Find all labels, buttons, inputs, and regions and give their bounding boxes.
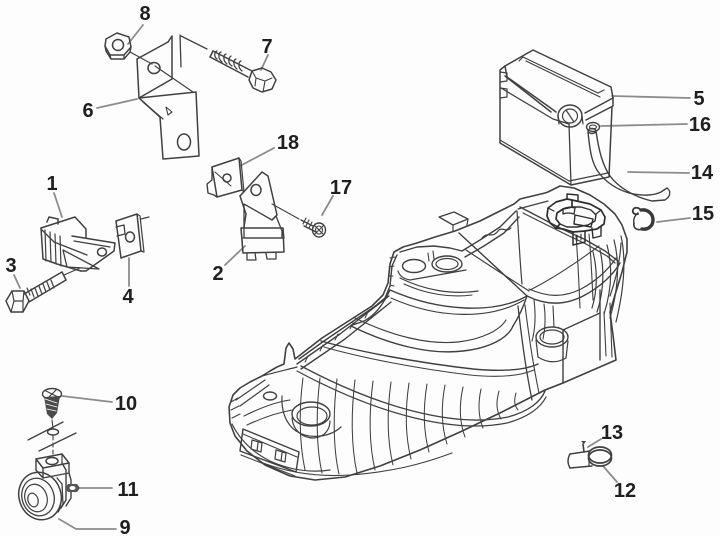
svg-text:5: 5 bbox=[693, 88, 704, 110]
svg-text:7: 7 bbox=[261, 36, 272, 58]
svg-text:13: 13 bbox=[601, 422, 623, 444]
svg-text:14: 14 bbox=[691, 162, 714, 184]
svg-text:15: 15 bbox=[692, 203, 714, 225]
svg-text:12: 12 bbox=[614, 480, 636, 502]
svg-text:10: 10 bbox=[115, 393, 137, 415]
svg-text:6: 6 bbox=[82, 100, 93, 122]
svg-text:18: 18 bbox=[277, 132, 299, 154]
svg-text:16: 16 bbox=[689, 114, 711, 136]
svg-text:4: 4 bbox=[122, 286, 134, 308]
svg-text:11: 11 bbox=[117, 479, 138, 501]
svg-text:17: 17 bbox=[330, 177, 352, 199]
svg-text:3: 3 bbox=[5, 255, 16, 277]
svg-text:9: 9 bbox=[119, 517, 130, 536]
svg-text:8: 8 bbox=[139, 3, 150, 25]
svg-text:1: 1 bbox=[46, 173, 57, 195]
svg-text:2: 2 bbox=[212, 263, 223, 285]
